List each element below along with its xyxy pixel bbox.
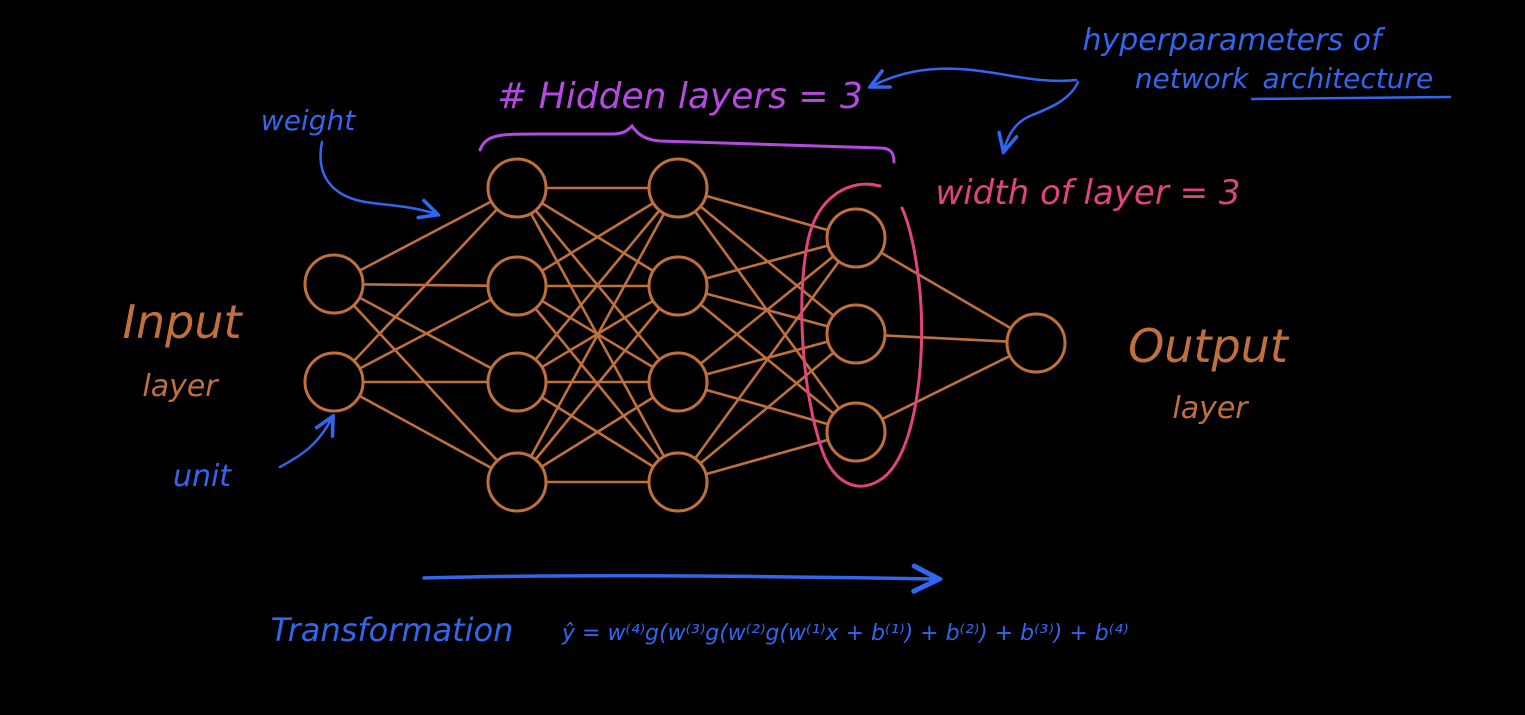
unit-layer1-2 bbox=[303, 351, 365, 413]
unit-layer4-3 bbox=[825, 401, 887, 463]
weight-edge-l2-4-1 bbox=[515, 186, 680, 484]
weight-edge-l3-1-1 bbox=[676, 186, 858, 240]
width-of-layer-ellipse bbox=[800, 182, 924, 488]
unit-layer3-4 bbox=[647, 451, 709, 513]
weight-edge-l3-3-1 bbox=[676, 236, 858, 384]
width-of-layer-label: width of layer = 3 bbox=[935, 173, 1240, 213]
unit-layer3-2 bbox=[647, 255, 709, 317]
network-word: network bbox=[1135, 62, 1250, 95]
weight-label: weight bbox=[261, 104, 356, 137]
network-architecture-label: network architecture bbox=[1135, 62, 1433, 95]
weight-edge-l3-4-1 bbox=[676, 236, 858, 484]
unit-layer1-1 bbox=[303, 253, 365, 315]
hyperparameters-label: hyperparameters of bbox=[1082, 23, 1386, 58]
weight-edge-l4-1-1 bbox=[854, 236, 1038, 345]
weight-edge-l3-2-1 bbox=[676, 236, 858, 288]
unit-arrow bbox=[278, 418, 332, 469]
weight-edge-l4-3-1 bbox=[854, 341, 1038, 434]
output-layer-subtitle: layer bbox=[1172, 391, 1249, 426]
weight-edge-l3-4-3 bbox=[676, 430, 858, 484]
transformation-label: Transformation bbox=[271, 611, 514, 649]
transformation-arrow bbox=[422, 576, 936, 579]
transformation-formula: ŷ = w⁽⁴⁾g(w⁽³⁾g(w⁽²⁾g(w⁽¹⁾x + b⁽¹⁾) + b⁽… bbox=[561, 621, 1128, 646]
unit-layer2-2 bbox=[486, 255, 548, 317]
weight-edge-l1-2-1 bbox=[332, 186, 519, 384]
weight-edge-l1-1-1 bbox=[332, 186, 519, 286]
unit-layer2-4 bbox=[486, 451, 548, 513]
unit-layer2-1 bbox=[486, 157, 548, 219]
architecture-word: architecture bbox=[1263, 62, 1434, 95]
hidden-layers-label: # Hidden layers = 3 bbox=[497, 76, 863, 117]
unit-layer3-1 bbox=[647, 157, 709, 219]
architecture-underline bbox=[1250, 95, 1452, 101]
unit-layer2-3 bbox=[486, 351, 548, 413]
network-units bbox=[303, 157, 1067, 513]
weight-edge-l2-2-1 bbox=[515, 186, 680, 288]
unit-layer5-1 bbox=[1005, 312, 1067, 374]
unit-layer3-3 bbox=[647, 351, 709, 413]
weight-arrow bbox=[319, 140, 436, 214]
weight-edge-l2-4-3 bbox=[515, 380, 680, 484]
hidden-layers-brace bbox=[478, 123, 896, 164]
unit-label: unit bbox=[173, 459, 232, 494]
weight-connections bbox=[332, 186, 1038, 484]
weight-edge-l2-3-1 bbox=[515, 186, 680, 384]
weight-edge-l1-2-4 bbox=[332, 380, 519, 484]
hyperparameter-arrow-to-width bbox=[1004, 80, 1080, 150]
unit-layer4-2 bbox=[825, 303, 887, 365]
weight-edge-l2-4-2 bbox=[515, 284, 680, 484]
weight-edge-l1-2-2 bbox=[332, 284, 519, 384]
hyperparameter-arrow-to-hidden bbox=[872, 67, 1078, 86]
input-layer-subtitle: layer bbox=[142, 369, 219, 404]
weight-edge-l3-4-2 bbox=[676, 332, 858, 484]
output-layer-title: Output bbox=[1128, 319, 1290, 373]
unit-layer4-1 bbox=[825, 207, 887, 269]
input-layer-title: Input bbox=[122, 295, 243, 349]
